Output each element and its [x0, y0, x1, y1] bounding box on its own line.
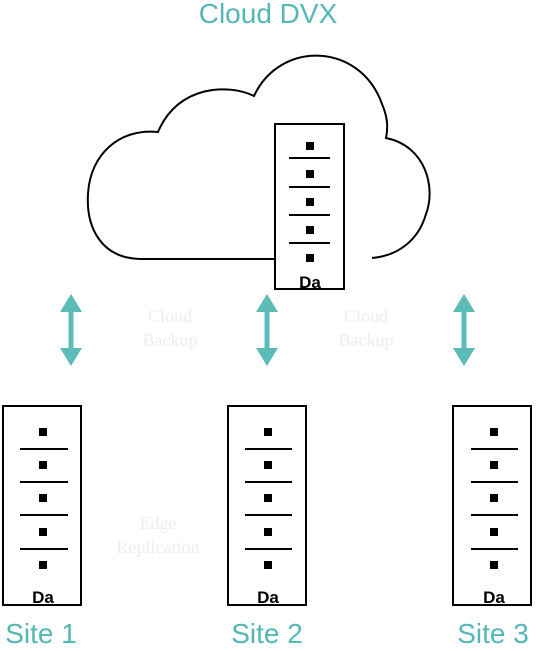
- arrow-site-1: [60, 294, 82, 366]
- cloud-server-frame: [274, 123, 345, 290]
- svg-text:Da: Da: [483, 588, 505, 607]
- svg-text:Da: Da: [32, 588, 54, 607]
- diagram-title: Cloud DVX: [198, 0, 338, 29]
- faint-label-middle-top: Edge: [139, 513, 177, 533]
- site-3-server: Da: [452, 405, 532, 607]
- site-2-label: Site 2: [231, 618, 303, 649]
- cloud-server-slot: [306, 198, 314, 206]
- cloud-server-slot: [306, 142, 314, 150]
- faint-label-left-top: Cloud: [147, 306, 192, 326]
- site-3-label: Site 3: [457, 618, 529, 649]
- faint-label-middle: Edge Replication: [88, 511, 228, 559]
- faint-label-middle-bottom: Replication: [116, 537, 200, 557]
- faint-label-right-top: Cloud: [343, 306, 388, 326]
- site-1-label: Site 1: [5, 618, 77, 649]
- faint-label-left-bottom: Backup: [142, 330, 198, 350]
- cloud-server: Da: [274, 123, 345, 292]
- faint-label-right: Cloud Backup: [296, 304, 436, 352]
- cloud-server-slot: [306, 170, 314, 178]
- cloud-server-label: Da: [299, 273, 321, 292]
- faint-label-left: Cloud Backup: [100, 304, 240, 352]
- arrow-site-3: [453, 294, 475, 366]
- site-1-server: Da: [2, 405, 82, 607]
- svg-text:Da: Da: [257, 588, 279, 607]
- arrow-site-2: [256, 294, 278, 366]
- cloud-shape: [86, 54, 431, 260]
- site-2-server: Da: [227, 405, 307, 607]
- faint-label-right-bottom: Backup: [338, 330, 394, 350]
- cloud-server-slot: [306, 226, 314, 234]
- cloud-server-slot: [306, 254, 314, 262]
